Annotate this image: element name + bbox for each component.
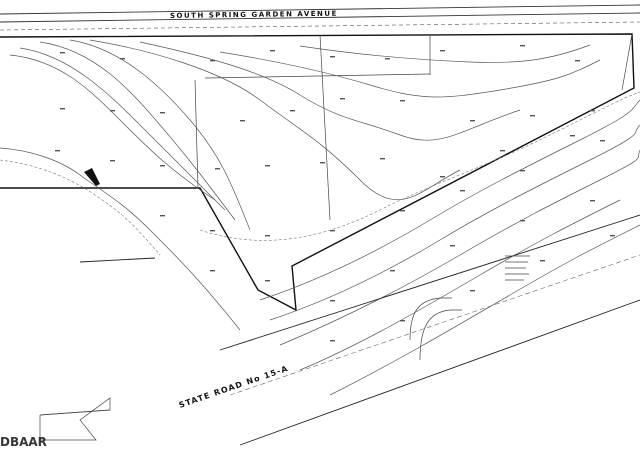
elevation-tick: [385, 58, 390, 60]
elevation-tick: [590, 200, 595, 202]
elevation-tick: [340, 98, 345, 100]
elevation-tick: [400, 320, 405, 322]
elevation-tick: [160, 215, 165, 217]
elevation-tick: [400, 210, 405, 212]
elevation-tick: [520, 220, 525, 222]
elevation-tick: [210, 60, 215, 62]
elevation-tick: [210, 270, 215, 272]
elevation-tick: [470, 120, 475, 122]
elevation-tick: [390, 270, 395, 272]
elevation-tick: [400, 100, 405, 102]
elevation-tick: [470, 290, 475, 292]
elevation-tick: [120, 58, 125, 60]
elevation-tick: [330, 56, 335, 58]
elevation-tick: [440, 50, 445, 52]
elevation-tick: [450, 245, 455, 247]
elevation-tick: [330, 340, 335, 342]
watermark: DBAAR: [0, 435, 47, 449]
elevation-tick: [610, 235, 615, 237]
elevation-tick: [520, 170, 525, 172]
elevation-tick: [570, 135, 575, 137]
elevation-tick: [520, 45, 525, 47]
elevation-tick: [110, 160, 115, 162]
state-road: [219, 214, 640, 446]
elevation-tick: [265, 235, 270, 237]
elevation-tick: [240, 120, 245, 122]
elevation-tick: [160, 112, 165, 114]
elevation-tick: [540, 260, 545, 262]
arrow-mark: [84, 168, 100, 186]
elevation-marks: [55, 45, 615, 342]
elevation-tick: [330, 230, 335, 232]
elevation-tick: [265, 280, 270, 282]
elevation-tick: [265, 165, 270, 167]
lot-sketch: [39, 397, 111, 441]
elevation-tick: [290, 110, 295, 112]
elevation-tick: [60, 108, 65, 110]
contour-lines: [0, 39, 640, 396]
elevation-tick: [215, 168, 220, 170]
elevation-tick: [210, 230, 215, 232]
street-lines: [0, 4, 640, 31]
elevation-tick: [590, 110, 595, 112]
elevation-tick: [55, 150, 60, 152]
elevation-tick: [460, 190, 465, 192]
elevation-tick: [160, 165, 165, 167]
elevation-tick: [500, 150, 505, 152]
elevation-tick: [440, 176, 445, 178]
scale-mark: [79, 257, 156, 263]
elevation-tick: [270, 50, 275, 52]
elevation-tick: [380, 158, 385, 160]
elevation-tick: [575, 60, 580, 62]
elevation-tick: [600, 140, 605, 142]
legend-block: [505, 255, 530, 281]
elevation-tick: [530, 115, 535, 117]
elevation-tick: [60, 52, 65, 54]
elevation-tick: [330, 300, 335, 302]
elevation-tick: [320, 162, 325, 164]
street-label: SOUTH SPRING GARDEN AVENUE: [170, 10, 338, 20]
elevation-tick: [110, 110, 115, 112]
